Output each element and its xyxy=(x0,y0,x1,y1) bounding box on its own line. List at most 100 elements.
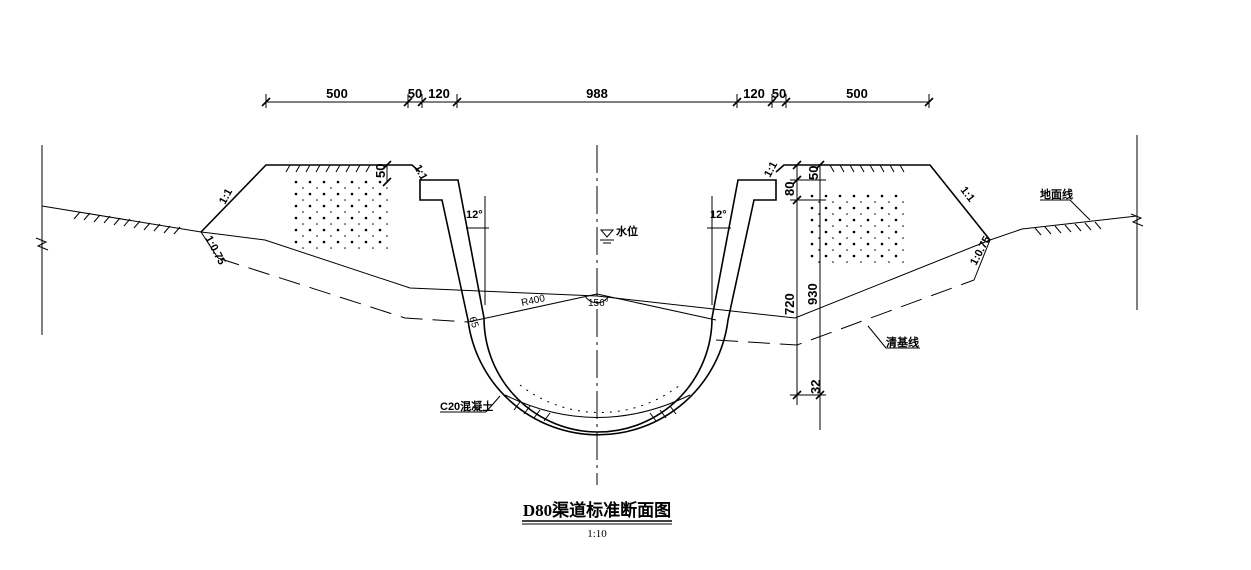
fill-dot xyxy=(322,228,326,232)
fill-dot xyxy=(866,206,870,210)
fill-dot xyxy=(838,242,842,246)
fill-dot xyxy=(852,230,856,234)
fill-dot xyxy=(894,230,898,234)
right-slope-top-label: 1:1 xyxy=(958,184,977,204)
fill-dot xyxy=(316,187,318,189)
fill-dot xyxy=(316,199,318,201)
fill-dot xyxy=(846,237,848,239)
water-level-symbol: 水位 xyxy=(599,224,638,244)
fill-dot xyxy=(852,194,856,198)
fill-dot xyxy=(302,199,304,201)
fill-dot xyxy=(888,225,890,227)
fill-dot xyxy=(888,201,890,203)
fill-dot xyxy=(860,249,862,251)
fill-dot xyxy=(832,237,834,239)
fill-dot xyxy=(824,218,828,222)
fill-dot xyxy=(866,254,870,258)
fill-dot xyxy=(350,240,354,244)
fill-dot xyxy=(386,187,388,189)
left-fill-pattern xyxy=(294,180,388,249)
fill-dot xyxy=(810,242,814,246)
fill-dot xyxy=(888,249,890,251)
dim-930: 930 xyxy=(805,283,820,305)
fill-dot xyxy=(364,204,368,208)
fill-dot xyxy=(336,204,340,208)
fill-dot xyxy=(302,187,304,189)
fill-dot xyxy=(322,240,326,244)
fill-dot xyxy=(818,237,820,239)
fill-dot xyxy=(386,211,388,213)
fill-dot xyxy=(372,247,374,249)
fill-dot xyxy=(846,201,848,203)
fill-dot xyxy=(852,242,856,246)
fill-dot xyxy=(386,235,388,237)
right-embankment xyxy=(775,164,991,281)
fill-dot xyxy=(810,206,814,210)
fill-dot xyxy=(372,235,374,237)
fill-dot xyxy=(894,206,898,210)
dim-right-berm: 500 xyxy=(846,86,868,101)
radius-label: R400 xyxy=(520,293,546,309)
fill-dot xyxy=(386,247,388,249)
fill-dot xyxy=(810,254,814,258)
drawing-title-block: D80渠道标准断面图 1:10 xyxy=(522,500,672,540)
fill-dot xyxy=(378,228,382,232)
fill-dot xyxy=(358,187,360,189)
fill-dot xyxy=(294,216,298,220)
fill-dot xyxy=(838,194,842,198)
fill-dot xyxy=(316,247,318,249)
clearing-line-right xyxy=(715,279,975,346)
fill-dot xyxy=(378,180,382,184)
concrete-callout: C20混凝土 xyxy=(440,395,501,413)
fill-dot xyxy=(364,180,368,184)
thickness-label: 65 xyxy=(466,315,480,330)
fill-dot xyxy=(358,235,360,237)
dim-left-wall: 120 xyxy=(428,86,450,101)
fill-dot xyxy=(316,235,318,237)
fill-dot xyxy=(344,223,346,225)
fill-dot xyxy=(372,187,374,189)
fill-dot xyxy=(294,228,298,232)
fill-dot xyxy=(336,192,340,196)
fill-dot xyxy=(846,249,848,251)
clearing-line-label: 清基线 xyxy=(886,335,919,349)
left-slope-bottom-label: 1:0.75 xyxy=(202,234,227,267)
fill-dot xyxy=(308,240,312,244)
fill-dot xyxy=(350,228,354,232)
fill-dot xyxy=(302,211,304,213)
ground-line-callout: 地面线 xyxy=(1040,187,1091,221)
fill-dot xyxy=(386,199,388,201)
fill-dot xyxy=(824,194,828,198)
angle-right-label: 12° xyxy=(710,209,727,221)
fill-dot xyxy=(818,201,820,203)
fill-dot xyxy=(832,225,834,227)
fill-dot xyxy=(302,235,304,237)
fill-dot xyxy=(294,180,298,184)
fill-dot xyxy=(330,187,332,189)
fill-dot xyxy=(810,194,814,198)
fill-dot xyxy=(838,254,842,258)
fill-dot xyxy=(832,261,834,263)
fill-dot xyxy=(308,228,312,232)
fill-dot xyxy=(846,261,848,263)
fill-dot xyxy=(302,223,304,225)
right-vertical-dimensions: 80 50 720 930 32 xyxy=(782,160,826,430)
angle-left-label: 12° xyxy=(466,209,483,221)
fill-dot xyxy=(894,218,898,222)
fill-dot xyxy=(378,204,382,208)
fill-dot xyxy=(336,180,340,184)
fill-dot xyxy=(364,228,368,232)
dim-720: 720 xyxy=(782,293,797,315)
clearing-line xyxy=(217,257,469,323)
water-level-label: 水位 xyxy=(616,224,638,238)
fill-dot xyxy=(838,230,842,234)
fill-dot xyxy=(838,206,842,210)
dim-50-left: 50 xyxy=(373,164,388,178)
fill-dot xyxy=(322,216,326,220)
fill-dot xyxy=(378,192,382,196)
fill-dot xyxy=(880,218,884,222)
fill-dot xyxy=(866,230,870,234)
fill-dot xyxy=(860,237,862,239)
fill-dot xyxy=(358,247,360,249)
fill-dot xyxy=(824,230,828,234)
